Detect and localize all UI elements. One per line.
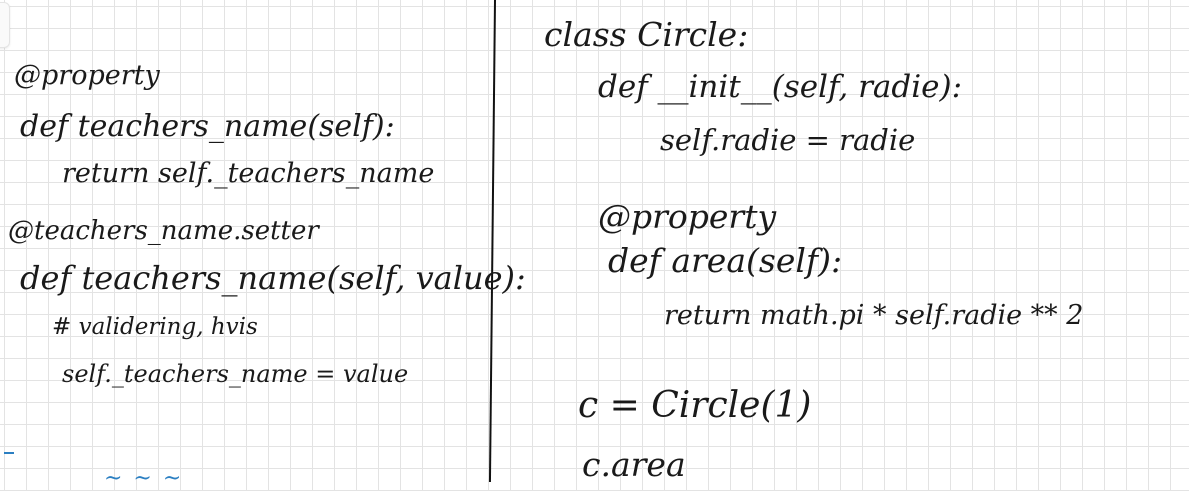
right-line-2: def __init__(self, radie): (598, 69, 963, 105)
blue-scribble: ~ ~ ~ (104, 466, 184, 491)
left-line-3: return self._teachers_name (62, 158, 435, 189)
right-line-5: def area(self): (608, 241, 843, 280)
left-line-6: # validering, hvis (52, 314, 258, 340)
column-divider (488, 0, 496, 482)
page-tab[interactable] (0, 2, 10, 48)
right-line-7: c = Circle(1) (578, 385, 812, 426)
left-line-5: def teachers_name(self, value): (20, 259, 526, 297)
right-line-4: @property (598, 197, 777, 236)
blue-dash-mark (4, 452, 14, 454)
right-line-3: self.radie = radie (660, 123, 916, 157)
left-line-1: @property (14, 60, 160, 91)
right-line-1: class Circle: (544, 15, 749, 54)
left-line-4: @teachers_name.setter (8, 216, 319, 246)
left-line-2: def teachers_name(self): (20, 109, 395, 144)
right-line-6: return math.pi * self.radie ** 2 (664, 300, 1084, 331)
left-line-7: self._teachers_name = value (62, 360, 409, 388)
right-line-8: c.area (582, 445, 686, 484)
